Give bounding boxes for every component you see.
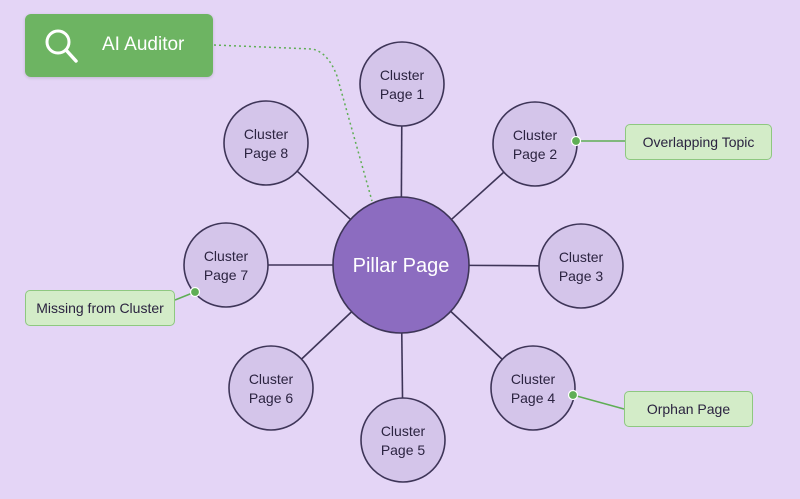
missing-connector-dot	[189, 286, 201, 298]
cluster-node-7	[183, 222, 269, 308]
cluster-label-3-line2: Page 3	[559, 268, 604, 284]
auditor-dotted-connector	[213, 44, 373, 202]
cluster-label-8-line2: Page 8	[244, 145, 289, 161]
callout-overlapping-topic: Overlapping Topic	[625, 124, 772, 160]
cluster-node-3	[538, 223, 624, 309]
cluster-node-4	[490, 345, 576, 431]
spoke-line-8	[296, 170, 352, 221]
cluster-node-8	[223, 100, 309, 186]
cluster-node-2	[492, 101, 578, 187]
ai-auditor-title: AI Auditor	[102, 34, 185, 55]
cluster-label-5-line2: Page 5	[381, 442, 426, 458]
cluster-label-7-line1: Cluster	[204, 248, 249, 264]
cluster-node-1	[359, 41, 445, 127]
ai-auditor-box: AI Auditor	[25, 14, 213, 77]
callout-missing-from-cluster: Missing from Cluster	[25, 290, 175, 326]
spoke-line-5	[400, 332, 404, 399]
cluster-label-6-line2: Page 6	[249, 390, 294, 406]
cluster-label-5-line1: Cluster	[381, 423, 426, 439]
orphan-connector-dot	[567, 389, 579, 401]
pillar-page-label: Pillar Page	[353, 255, 450, 277]
cluster-node-5	[360, 397, 446, 483]
cluster-label-1-line2: Page 1	[380, 86, 425, 102]
spoke-line-4	[450, 310, 503, 360]
cluster-label-4-line2: Page 4	[511, 390, 556, 406]
cluster-label-8-line1: Cluster	[244, 126, 289, 142]
spoke-line-2	[450, 171, 505, 221]
spoke-line-6	[300, 311, 353, 360]
search-icon	[45, 29, 78, 63]
cluster-label-2-line1: Cluster	[513, 127, 558, 143]
callout-orphan-page: Orphan Page	[624, 391, 753, 427]
pillar-page-node	[332, 196, 470, 334]
overlapping-connector-dot	[570, 135, 582, 147]
cluster-label-4-line1: Cluster	[511, 371, 556, 387]
cluster-label-7-line2: Page 7	[204, 267, 249, 283]
cluster-label-3-line1: Cluster	[559, 249, 604, 265]
orphan-connector-line	[572, 394, 625, 410]
cluster-node-6	[228, 345, 314, 431]
cluster-label-1-line1: Cluster	[380, 67, 425, 83]
cluster-label-2-line2: Page 2	[513, 146, 558, 162]
cluster-label-6-line1: Cluster	[249, 371, 294, 387]
